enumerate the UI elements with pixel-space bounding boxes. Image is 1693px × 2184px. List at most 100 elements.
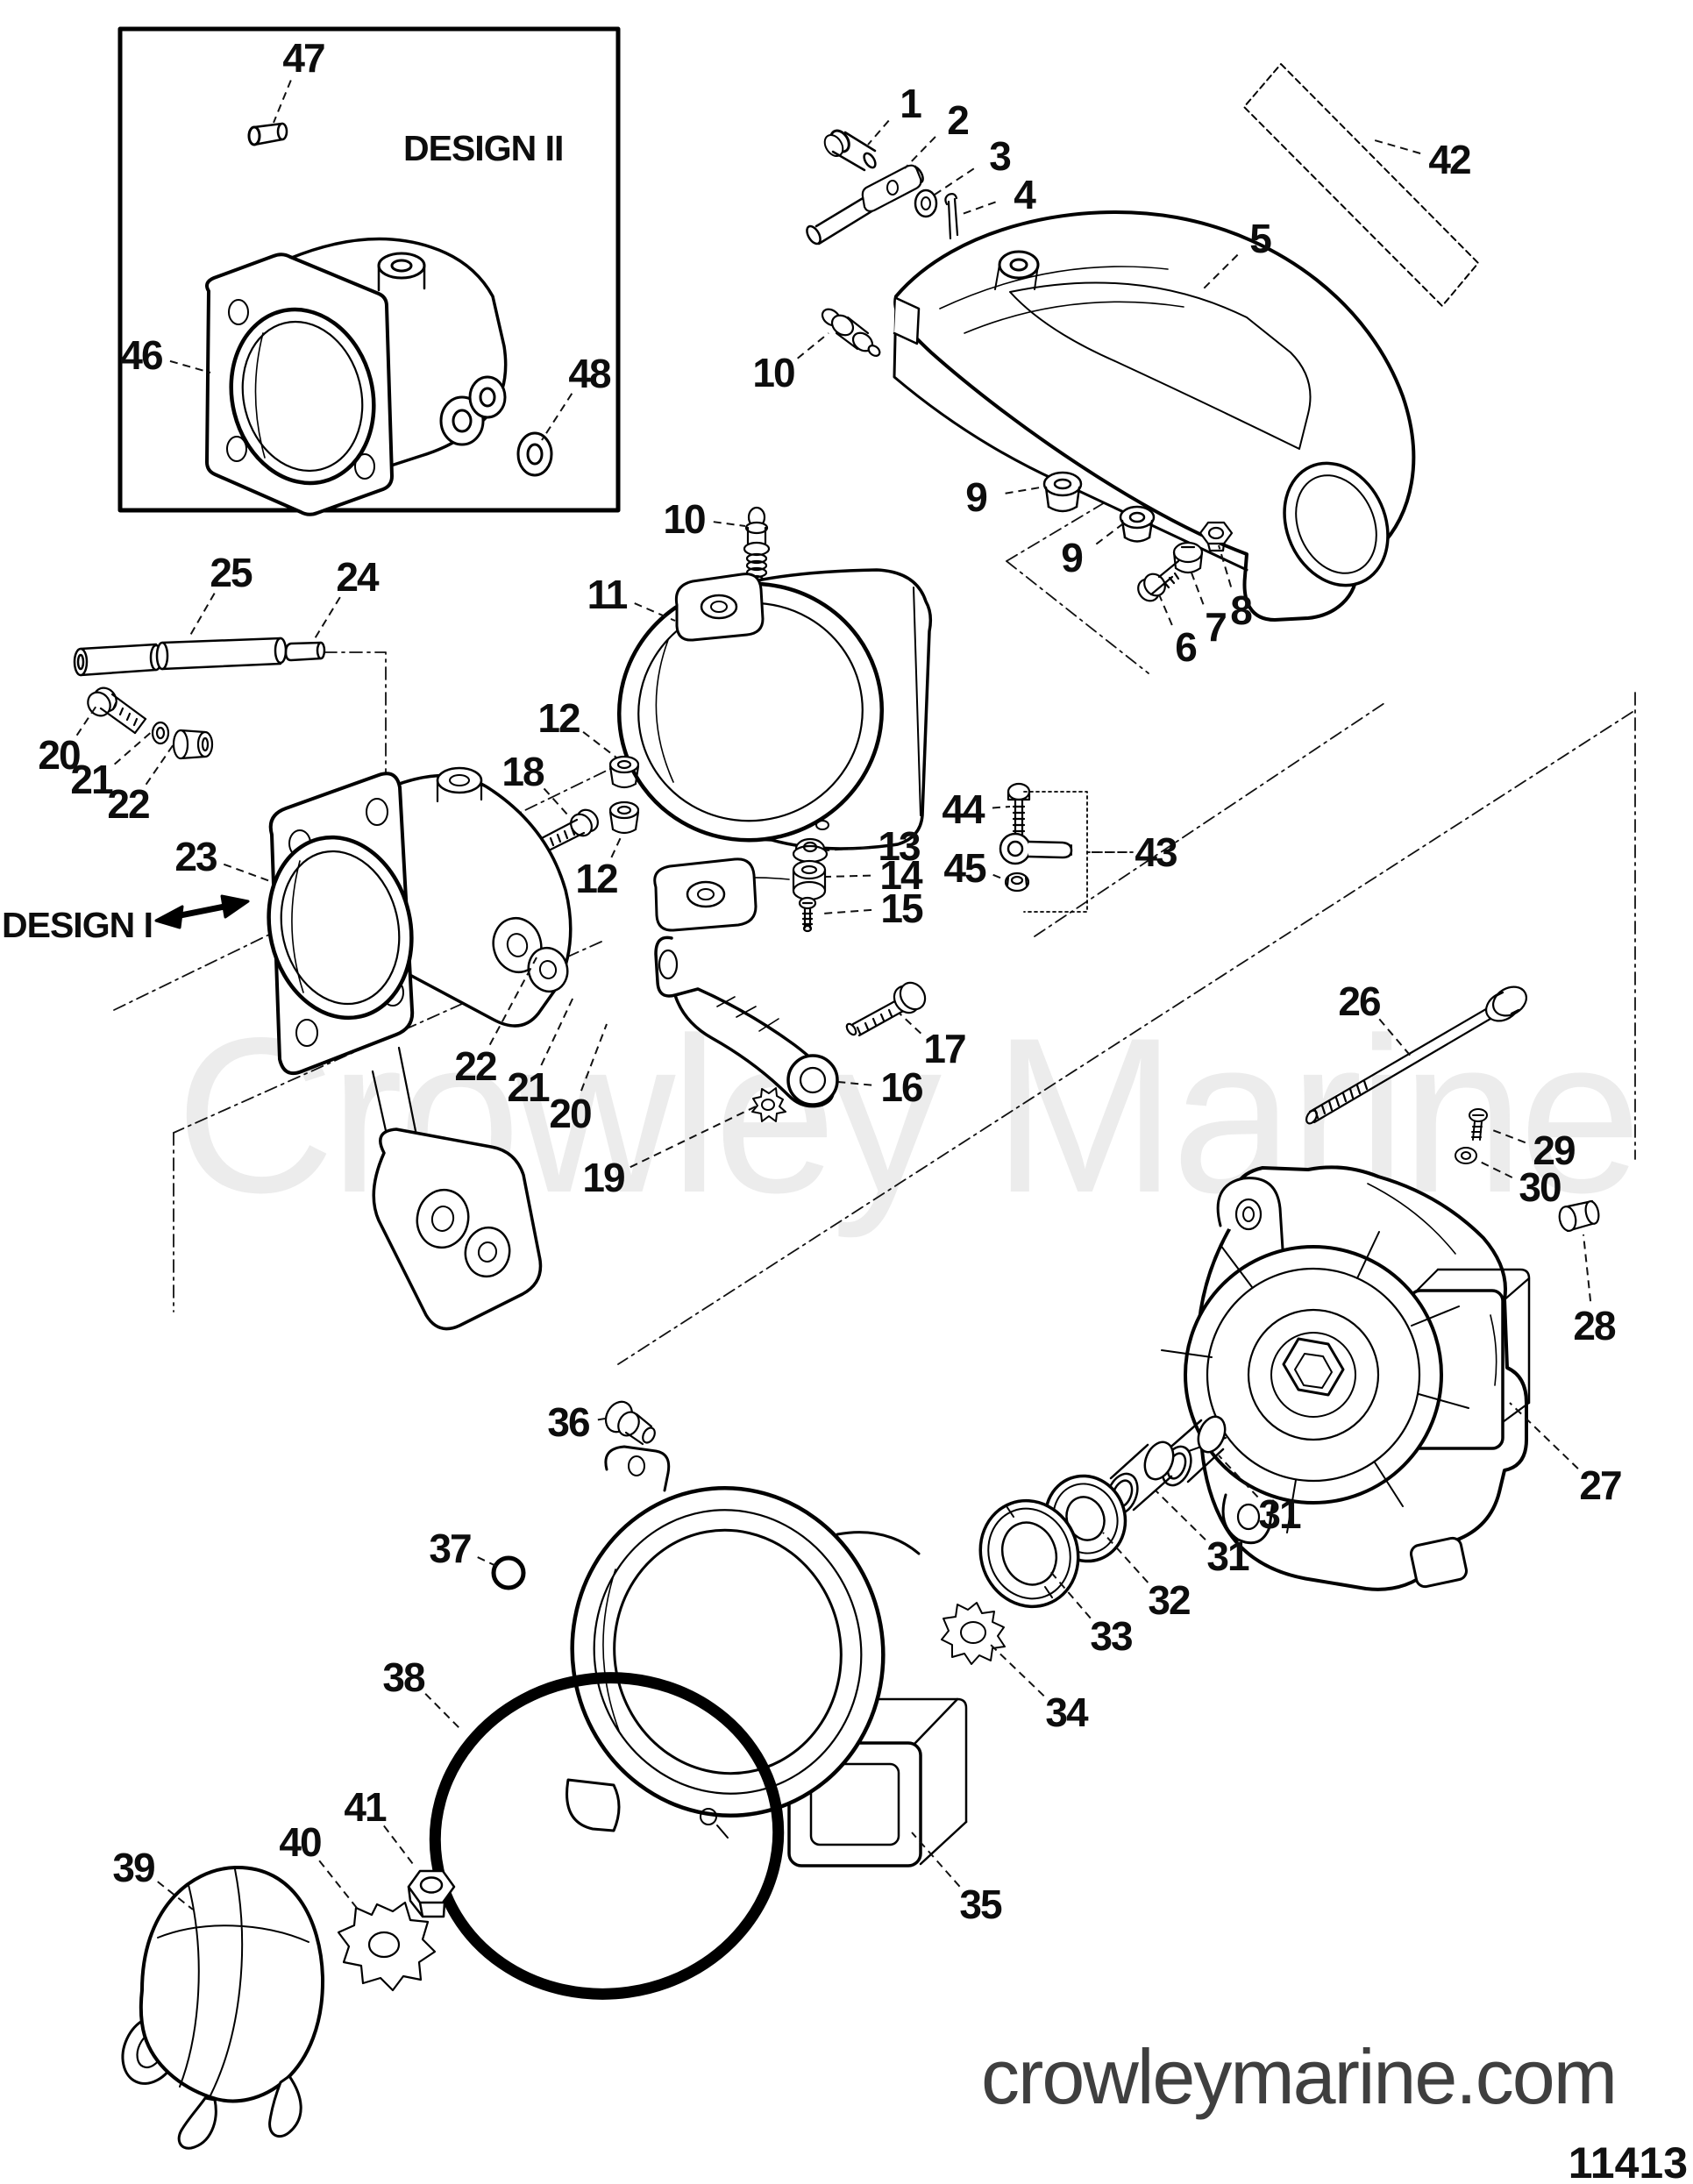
callout-40: 40 — [279, 1819, 322, 1865]
callout-37: 37 — [429, 1526, 472, 1571]
callout-30: 30 — [1519, 1164, 1561, 1210]
design1-arrow — [154, 894, 250, 929]
design2-label: DESIGN II — [403, 128, 564, 168]
leader-line-39 — [157, 1881, 194, 1910]
callout-1: 1 — [900, 81, 922, 126]
callout-8: 8 — [1230, 587, 1253, 633]
callout-26: 26 — [1338, 978, 1381, 1024]
leader-line-3 — [934, 167, 975, 196]
leader-line-31 — [1218, 1455, 1259, 1498]
callout-10: 10 — [752, 350, 795, 395]
part-42-decal-strip — [1243, 63, 1479, 307]
callout-6: 6 — [1175, 624, 1198, 670]
callout-28: 28 — [1573, 1303, 1616, 1348]
leader-line-22 — [145, 741, 176, 786]
part-24-pin — [284, 641, 326, 662]
callout-21: 21 — [507, 1064, 550, 1110]
callout-3: 3 — [989, 133, 1012, 179]
callout-31: 31 — [1258, 1491, 1301, 1537]
part-36-plug — [604, 1400, 656, 1446]
part-25-tube — [73, 637, 288, 677]
leader-line-17 — [898, 1012, 921, 1035]
leader-line-9 — [1095, 521, 1127, 545]
part-47-pin — [247, 122, 288, 146]
callout-14: 14 — [879, 852, 922, 898]
part-10-grease-fitting-upper — [821, 308, 881, 357]
leader-line-6 — [1158, 594, 1173, 626]
callout-4: 4 — [1014, 172, 1036, 217]
part-9-bushings — [1042, 471, 1156, 543]
leader-line-15 — [822, 908, 872, 914]
diagram-number: 11413 — [1568, 2138, 1688, 2184]
part-33-seal — [978, 1498, 1080, 1609]
leader-line-14 — [825, 874, 871, 878]
callout-17: 17 — [923, 1026, 966, 1071]
leader-line-19 — [630, 1106, 757, 1169]
part-21-washer-left — [151, 721, 170, 745]
callout-35: 35 — [959, 1882, 1002, 1927]
leader-line-35 — [911, 1832, 961, 1888]
part-6-bolt — [1137, 559, 1180, 602]
leader-line-20 — [75, 702, 99, 736]
leader-line-26 — [1378, 1018, 1414, 1060]
leader-line-47 — [273, 80, 292, 124]
callout-18: 18 — [501, 749, 544, 794]
part-5-shift-gate — [893, 210, 1416, 622]
leader-line-21 — [540, 994, 575, 1066]
leader-line-37 — [477, 1556, 501, 1569]
leader-line-24 — [313, 596, 341, 641]
leader-line-10 — [797, 332, 829, 359]
leader-line-10 — [713, 521, 746, 527]
part-38-large-o-ring — [429, 1672, 785, 2000]
callout-13: 13 — [878, 823, 921, 869]
part-13-nut — [792, 837, 829, 864]
part-19-star-washer — [751, 1087, 786, 1122]
leader-line-46 — [169, 359, 211, 373]
part-18-bolt — [537, 808, 599, 854]
callout-38: 38 — [382, 1654, 425, 1700]
callout-20: 20 — [549, 1091, 592, 1136]
leader-line-23 — [223, 863, 271, 882]
leader-line-20 — [580, 1023, 608, 1092]
leader-line-40 — [318, 1860, 360, 1912]
part-27-stator-housing — [1161, 1165, 1531, 1591]
callout-16: 16 — [880, 1064, 923, 1110]
part-2-link-rod — [806, 164, 924, 245]
callout-12: 12 — [537, 695, 580, 741]
part-46-housing-design2 — [205, 237, 508, 516]
part-37-small-o-ring — [491, 1555, 526, 1590]
leader-line-42 — [1374, 139, 1421, 154]
callout-2: 2 — [947, 97, 970, 143]
callout-10: 10 — [663, 496, 706, 542]
callout-21: 21 — [70, 757, 113, 802]
part-30-washer — [1455, 1147, 1477, 1164]
part-41-nut — [407, 1869, 456, 1918]
leader-line-5 — [1202, 253, 1239, 290]
callout-47: 47 — [282, 35, 325, 81]
callout-9: 9 — [1061, 535, 1084, 580]
callout-44: 44 — [942, 786, 985, 832]
part-7-retainer — [1172, 541, 1204, 574]
part-26-long-bolt — [1305, 985, 1527, 1125]
callout-22: 22 — [107, 781, 150, 827]
callout-19: 19 — [582, 1155, 625, 1200]
callout-20: 20 — [38, 732, 81, 778]
callout-46: 46 — [120, 332, 163, 378]
leader-line-8 — [1218, 544, 1233, 587]
callout-42: 42 — [1428, 137, 1471, 182]
part-43-tie-rod-end — [999, 832, 1073, 865]
leader-line-45 — [992, 873, 1007, 881]
callout-27: 27 — [1579, 1462, 1622, 1508]
callout-31: 31 — [1206, 1533, 1249, 1579]
leader-line-12 — [610, 836, 622, 858]
part-44-bolt — [1007, 782, 1031, 836]
leader-line-1 — [867, 119, 890, 146]
part-23-housing-design1 — [267, 766, 573, 1331]
part-3-washer — [914, 189, 938, 218]
callout-9: 9 — [965, 474, 988, 520]
leader-line-7 — [1189, 567, 1205, 605]
leader-line-31 — [1155, 1490, 1206, 1540]
leader-line-48 — [541, 393, 573, 441]
